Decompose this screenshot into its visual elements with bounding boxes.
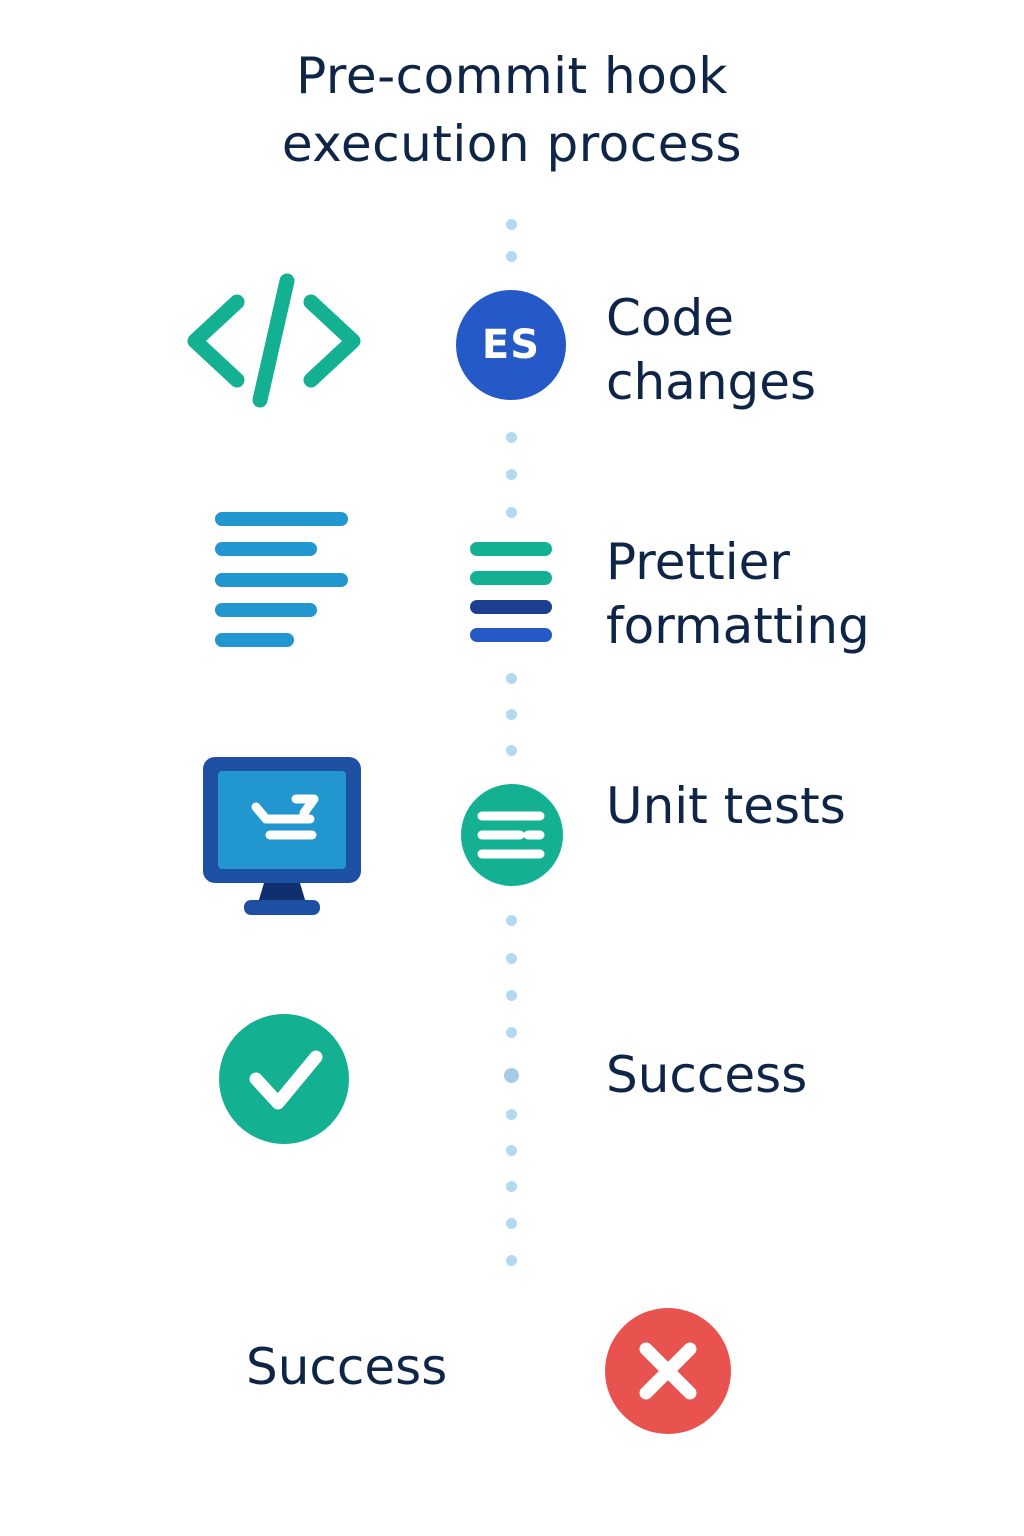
monitor-icon <box>200 755 364 919</box>
timeline-dot <box>506 507 517 518</box>
timeline-dot <box>506 709 517 720</box>
timeline-dot <box>506 1109 517 1120</box>
timeline-dot <box>506 219 517 230</box>
step-label-line: changes <box>606 353 817 411</box>
timeline-dot <box>504 1068 519 1083</box>
timeline-dot <box>506 915 517 926</box>
step-label-prettier-formatting: Prettier formatting <box>606 530 870 658</box>
timeline-dot <box>506 990 517 1001</box>
page-title-line-1: Pre-commit hook <box>296 47 728 105</box>
x-circle-icon <box>604 1307 732 1435</box>
step-label-unit-tests: Unit tests <box>606 774 846 838</box>
timeline-dot <box>506 1218 517 1229</box>
step-label-code-changes: Code changes <box>606 286 816 414</box>
timeline-dot <box>506 745 517 756</box>
step-label-line: formatting <box>606 597 870 655</box>
step-label-success: Success <box>606 1043 807 1107</box>
timeline-dot <box>506 251 517 262</box>
timeline-dot <box>506 1145 517 1156</box>
check-circle-icon <box>218 1013 350 1145</box>
bottom-label-success: Success <box>246 1338 448 1396</box>
stacked-lines-icon <box>470 542 554 644</box>
step-label-line: Success <box>606 1046 808 1104</box>
timeline-dot <box>506 469 517 480</box>
timeline-dot <box>506 1181 517 1192</box>
es-badge-icon: ES <box>456 290 566 400</box>
step-label-line: Unit tests <box>606 777 846 835</box>
code-icon <box>185 272 363 410</box>
align-left-text-icon <box>215 512 350 652</box>
step-label-line: Prettier <box>606 533 790 591</box>
timeline-dot <box>506 673 517 684</box>
page-title-line-2: execution process <box>281 115 743 173</box>
timeline-dot <box>506 953 517 964</box>
timeline-dot <box>506 1027 517 1038</box>
list-circle-icon <box>460 783 564 887</box>
page-title: Pre-commit hook execution process <box>0 42 1024 178</box>
step-label-line: Code <box>606 289 735 347</box>
timeline-dot <box>506 1255 517 1266</box>
timeline-dot <box>506 432 517 443</box>
